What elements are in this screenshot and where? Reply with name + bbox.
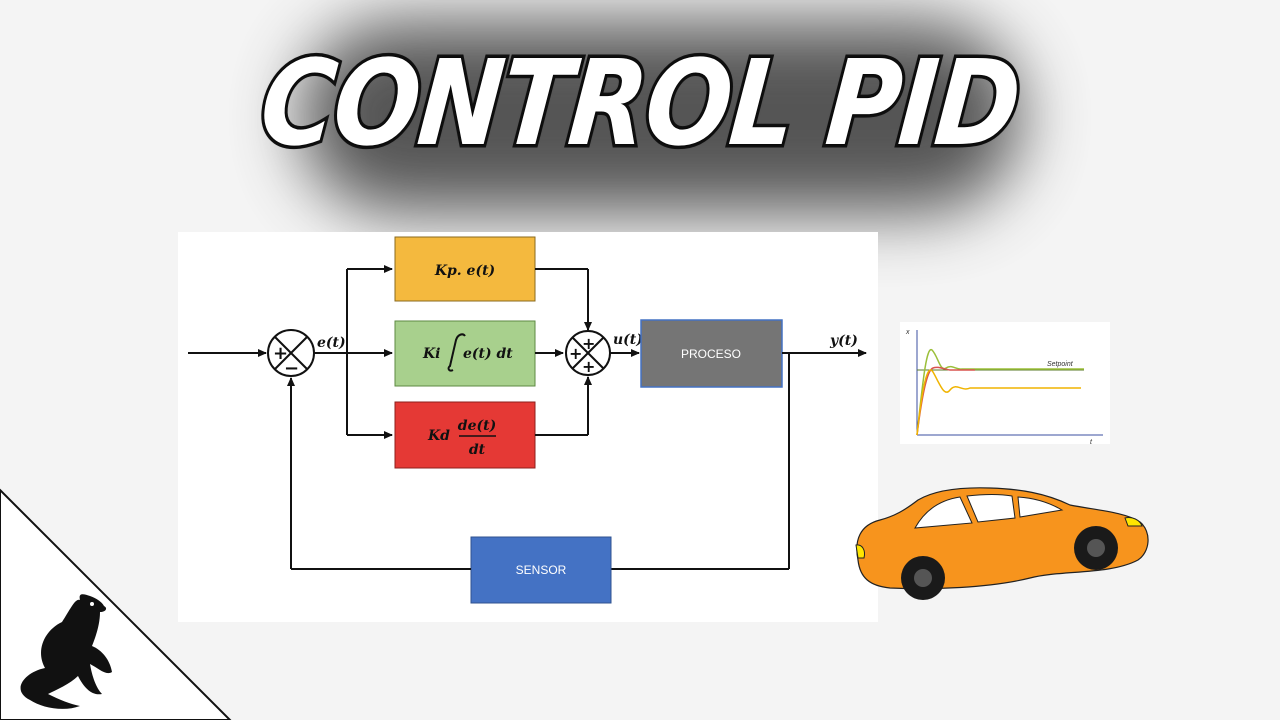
integral-symbol [447,333,466,372]
ferret-logo [20,594,112,709]
svg-text:SENSOR: SENSOR [516,563,567,577]
error-signal-label: e(t) [317,335,346,351]
plus-sign: + [273,343,288,364]
title-shadow [300,22,1020,212]
response-curve-yellow [916,369,1081,436]
svg-text:Kd: Kd [427,428,450,444]
integral-block: Ki e(t) dt [394,320,536,387]
sensor-block: SENSOR [470,536,612,604]
car-illustration [855,487,1149,600]
output-summing-junction: + + + [565,330,611,376]
error-summing-junction: + − [267,329,315,379]
svg-text:+: + [582,357,595,376]
graph-x-axis-label: t [1090,439,1093,446]
process-block: PROCESO [640,319,783,388]
minus-sign: − [284,358,299,379]
response-curve-green [916,349,1084,436]
step-response-graph: x t Setpoint [900,322,1110,446]
svg-text:Kp. e(t): Kp. e(t) [434,263,495,279]
proportional-block: Kp. e(t) [394,236,536,302]
derivative-block: Kd de(t) dt [394,401,536,469]
svg-text:+: + [569,344,582,363]
control-signal-label: u(t) [613,332,643,348]
svg-text:+: + [582,334,595,353]
svg-text:de(t): de(t) [458,418,496,434]
output-signal-label: y(t) [829,333,858,349]
graph-y-axis-label: x [905,329,910,336]
svg-text:dt: dt [469,442,486,458]
svg-text:Ki: Ki [422,346,441,362]
svg-text:PROCESO: PROCESO [681,347,741,361]
svg-text:e(t) dt: e(t) dt [463,346,513,362]
setpoint-label: Setpoint [1047,361,1074,368]
